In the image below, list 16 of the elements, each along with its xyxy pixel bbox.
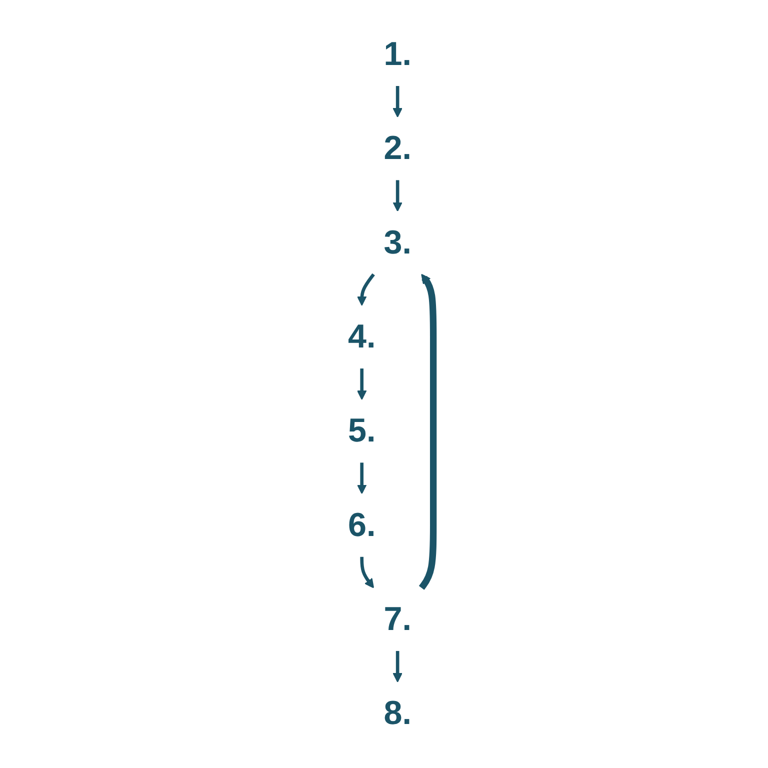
node-text: 6. [348, 506, 376, 544]
arrow [356, 462, 367, 494]
node-text: 8. [384, 695, 412, 732]
node-text: 7. [384, 601, 412, 638]
node-text: 5. [348, 412, 376, 450]
arrow [392, 650, 402, 682]
node-text: 1. [384, 36, 412, 73]
node-text: 2. [384, 130, 412, 167]
node-text: 3. [384, 224, 412, 262]
arrow [356, 368, 367, 400]
node-text: 4. [348, 318, 376, 356]
arrow [356, 273, 375, 306]
arrow [360, 556, 374, 588]
arrow [392, 180, 402, 212]
arrow [418, 274, 437, 590]
arrow [392, 86, 402, 118]
